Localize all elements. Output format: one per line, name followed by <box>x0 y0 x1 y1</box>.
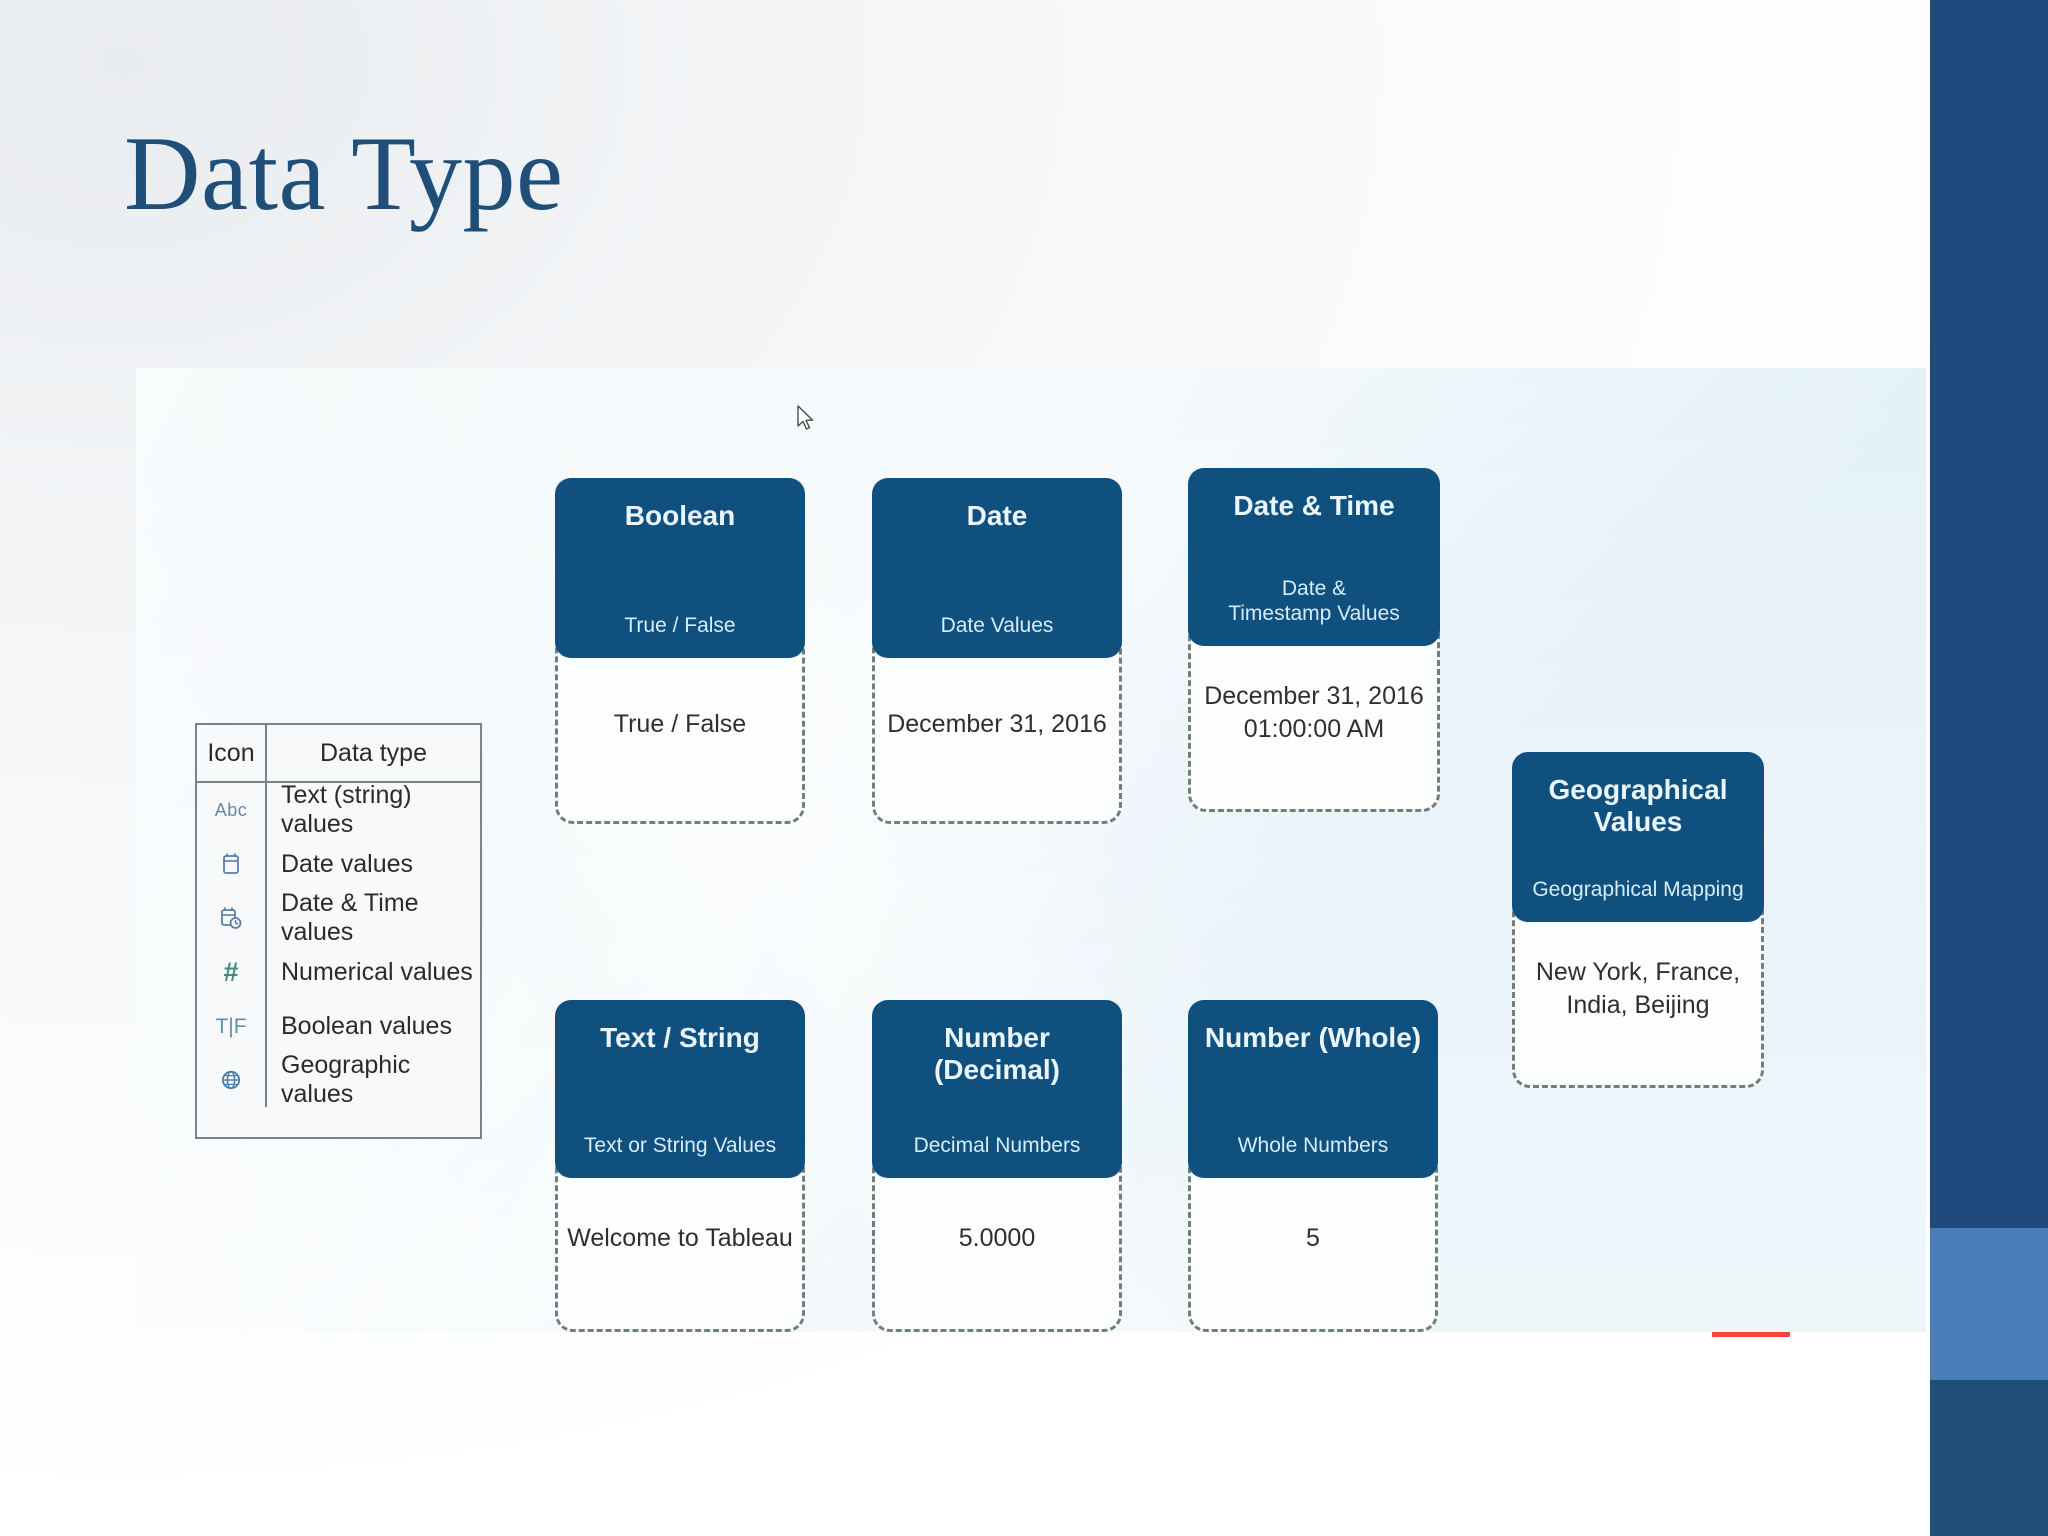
card-subtitle-date: Date Values <box>940 613 1054 637</box>
legend-row-geographic: Geographic values <box>197 1051 480 1108</box>
card-example-text-string: Welcome to Tableau <box>555 1164 805 1332</box>
card-title-number-decimal: Number (Decimal) <box>933 1022 1061 1086</box>
sidebar-band-light <box>1930 1228 2048 1380</box>
sidebar-band-dark-top <box>1930 0 2048 1228</box>
card-example-date: December 31, 2016 <box>872 644 1122 824</box>
card-example-geographical: New York, France,India, Beijing <box>1512 908 1764 1088</box>
legend-label-date: Date values <box>281 849 414 878</box>
legend-header-data-type: Data type <box>319 738 427 767</box>
data-type-card-date[interactable]: Date Date Values December 31, 2016 <box>872 478 1122 824</box>
legend-label-geographic: Geographic values <box>281 1051 411 1108</box>
card-example-number-whole: 5 <box>1188 1164 1438 1332</box>
globe-icon <box>197 1053 267 1107</box>
abc-text-icon: Abc <box>197 783 267 837</box>
data-type-card-number-decimal[interactable]: Number (Decimal) Decimal Numbers 5.0000 <box>872 1000 1122 1332</box>
card-header-boolean: Boolean True / False <box>555 478 805 658</box>
card-subtitle-boolean: True / False <box>624 613 736 637</box>
card-example-number-decimal: 5.0000 <box>872 1164 1122 1332</box>
card-header-datetime: Date & Time Date &Timestamp Values <box>1188 468 1440 646</box>
sidebar-band-dark-bottom <box>1930 1380 2048 1536</box>
card-title-number-whole: Number (Whole) <box>1204 1022 1422 1053</box>
legend-label-numerical: Numerical values <box>281 957 473 986</box>
mouse-cursor-svg <box>797 405 814 430</box>
calendar-icon-svg <box>223 853 239 874</box>
card-header-date: Date Date Values <box>872 478 1122 658</box>
card-header-text-string: Text / String Text or String Values <box>555 1000 805 1178</box>
legend-label-text: Text (string) values <box>281 781 412 838</box>
legend-row-datetime: Date & Time values <box>197 889 480 946</box>
decorative-sidebar <box>1930 0 2048 1536</box>
card-subtitle-text-string: Text or String Values <box>583 1133 777 1157</box>
legend-bottom-spacer <box>197 1107 480 1137</box>
mouse-cursor-icon <box>796 405 818 433</box>
card-header-number-decimal: Number (Decimal) Decimal Numbers <box>872 1000 1122 1178</box>
card-subtitle-geographical: Geographical Mapping <box>1532 877 1744 901</box>
card-title-datetime: Date & Time <box>1233 490 1395 521</box>
legend-header-row: Icon Data type <box>197 725 480 783</box>
boolean-tf-icon-glyph: T|F <box>215 1014 247 1038</box>
legend-row-boolean: T|F Boolean values <box>197 999 480 1053</box>
data-type-legend-table: Icon Data type Abc Text (string) values … <box>195 723 482 1139</box>
card-example-boolean: True / False <box>555 644 805 824</box>
page-title: Data Type <box>124 115 564 232</box>
card-subtitle-number-decimal: Decimal Numbers <box>913 1133 1081 1157</box>
card-title-text-string: Text / String <box>600 1022 760 1053</box>
globe-icon-svg <box>221 1070 241 1090</box>
data-type-card-text-string[interactable]: Text / String Text or String Values Welc… <box>555 1000 805 1332</box>
legend-label-datetime: Date & Time values <box>281 889 419 946</box>
abc-text-icon-glyph: Abc <box>214 800 248 820</box>
data-type-card-number-whole[interactable]: Number (Whole) Whole Numbers 5 <box>1188 1000 1438 1332</box>
legend-header-icon: Icon <box>197 725 267 781</box>
legend-row-text: Abc Text (string) values <box>197 781 480 838</box>
card-header-number-whole: Number (Whole) Whole Numbers <box>1188 1000 1438 1178</box>
legend-label-boolean: Boolean values <box>281 1011 452 1040</box>
calendar-clock-icon-svg <box>221 907 242 929</box>
card-title-boolean: Boolean <box>624 500 736 531</box>
card-title-date: Date <box>966 500 1028 531</box>
hash-number-icon-glyph: # <box>223 956 239 987</box>
data-type-card-datetime[interactable]: Date & Time Date &Timestamp Values Decem… <box>1188 468 1440 812</box>
card-subtitle-datetime: Date &Timestamp Values <box>1228 576 1400 625</box>
legend-row-date: Date values <box>197 837 480 891</box>
card-subtitle-number-whole: Whole Numbers <box>1237 1133 1389 1157</box>
data-type-card-boolean[interactable]: Boolean True / False True / False <box>555 478 805 824</box>
calendar-icon <box>197 837 267 891</box>
hash-number-icon: # <box>197 945 267 999</box>
calendar-clock-icon <box>197 891 267 945</box>
legend-row-numerical: # Numerical values <box>197 945 480 999</box>
boolean-tf-icon: T|F <box>197 999 267 1053</box>
